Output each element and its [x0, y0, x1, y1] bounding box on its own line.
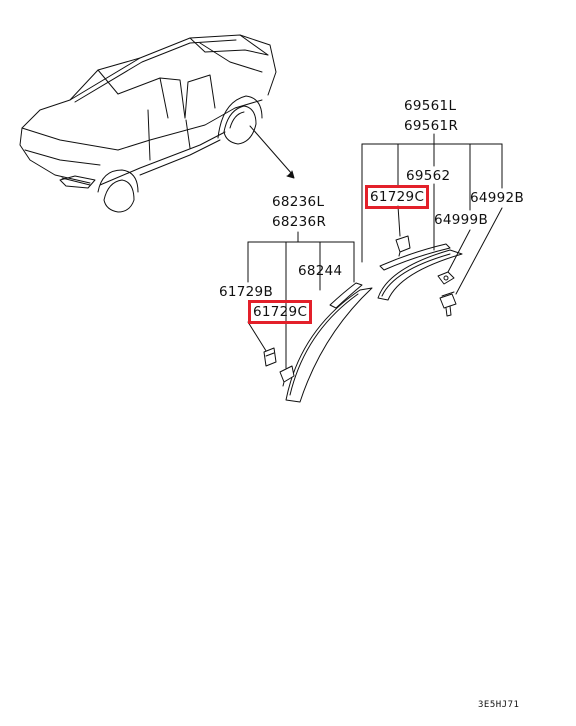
part-label-61729c-lower[interactable]: 61729C: [247, 300, 313, 324]
part-label-69561l: 69561L: [404, 98, 457, 114]
part-label-64992b: 64992B: [470, 190, 525, 206]
fender-molding-lower: [285, 282, 373, 403]
clip-61729c-upper: [395, 235, 411, 257]
part-label-69562: 69562: [406, 168, 451, 184]
clip-61729b: [263, 347, 277, 367]
fender-molding-upper: [377, 243, 463, 301]
clip-61729c-lower: [279, 365, 295, 387]
part-label-68244: 68244: [298, 263, 343, 279]
part-label-61729c-upper[interactable]: 61729C: [364, 185, 430, 209]
part-label-68236r: 68236R: [272, 214, 327, 230]
bracket-lower-group: [247, 231, 355, 369]
pointer-arrow: [249, 125, 295, 179]
part-label-68236l: 68236L: [272, 194, 325, 210]
part-label-69561r: 69561R: [404, 118, 459, 134]
diagram-reference-code: 3E5HJ71: [478, 700, 520, 710]
car-illustration: [19, 34, 277, 213]
part-label-64999b: 64999B: [434, 212, 489, 228]
screw-64992b: [439, 291, 457, 317]
part-label-61729b: 61729B: [219, 284, 274, 300]
nut-64999b: [437, 271, 455, 285]
bracket-upper-group: [361, 133, 503, 295]
